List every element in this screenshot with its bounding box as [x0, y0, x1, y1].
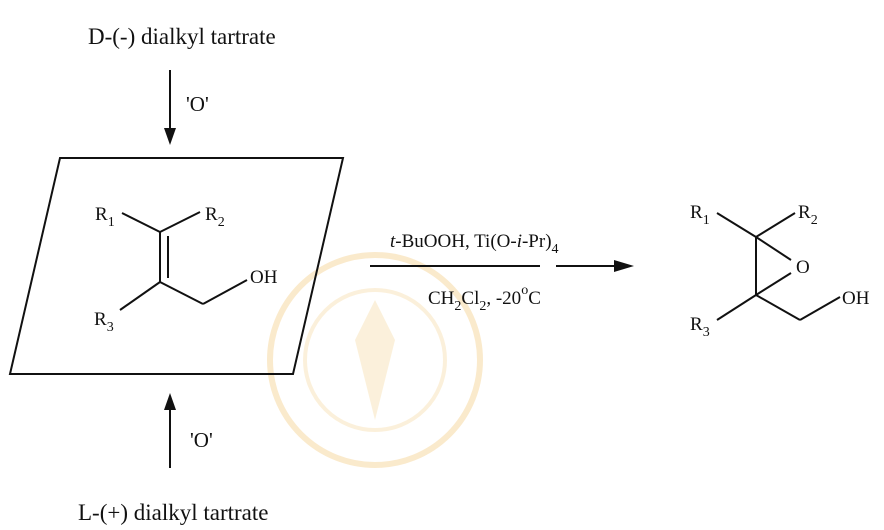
- bottom-reagent-label: L-(+) dialkyl tartrate: [78, 500, 269, 525]
- product-epoxide-oxygen: O: [796, 257, 810, 278]
- top-arrow-head: [164, 128, 176, 145]
- reaction-arrow-head: [614, 260, 634, 272]
- epoxide-ring-co-bottom: [755, 272, 792, 296]
- watermark-seal: [267, 252, 483, 468]
- product-r2: R2: [798, 202, 818, 228]
- reactant-r1: R1: [95, 204, 115, 230]
- reactant-r2: R2: [205, 204, 225, 230]
- conditions-below: CH2Cl2, -20oC: [428, 283, 541, 314]
- conditions-above: t-BuOOH, Ti(O-i-Pr)4: [390, 231, 559, 257]
- reactant-r3: R3: [94, 309, 114, 335]
- top-reagent-label: D-(-) dialkyl tartrate: [88, 24, 276, 49]
- bottom-arrow-head: [164, 393, 176, 410]
- top-oxygen-label: 'O': [186, 92, 209, 116]
- reactant-molecule: [119, 211, 248, 311]
- product-r3: R3: [690, 314, 710, 340]
- product-oh: OH: [842, 288, 870, 309]
- product-molecule: [716, 212, 841, 321]
- molecular-plane: [8, 157, 345, 375]
- reactant-oh: OH: [250, 267, 278, 288]
- product-r1: R1: [690, 202, 710, 228]
- epoxide-ring-co-top: [755, 236, 792, 261]
- bottom-oxygen-label: 'O': [190, 428, 213, 452]
